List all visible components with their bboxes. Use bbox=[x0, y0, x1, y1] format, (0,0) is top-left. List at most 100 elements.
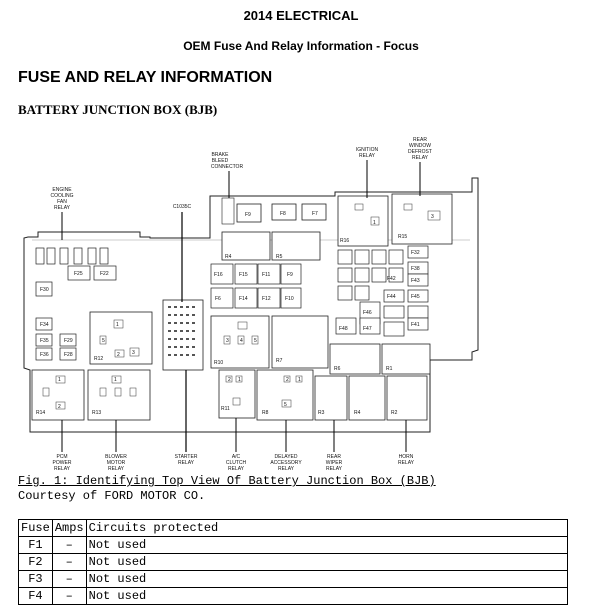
svg-text:F47: F47 bbox=[363, 326, 372, 332]
callout-engine-cooling-fan-relay: ENGINE COOLING FAN RELAY bbox=[50, 187, 74, 240]
cell-amps: – bbox=[51, 536, 87, 554]
table-header-row: Fuse Amps Circuits protected bbox=[18, 519, 568, 537]
figure-courtesy: Courtesy of FORD MOTOR CO. bbox=[18, 489, 206, 503]
svg-text:3: 3 bbox=[132, 350, 135, 356]
svg-text:5: 5 bbox=[284, 402, 287, 408]
callout-ac-clutch-relay: A/C CLUTCH RELAY bbox=[226, 418, 247, 472]
svg-text:F6: F6 bbox=[215, 296, 221, 302]
header-circuits: Circuits protected bbox=[85, 519, 568, 537]
svg-text:F10: F10 bbox=[285, 296, 294, 302]
svg-text:F43: F43 bbox=[411, 278, 420, 284]
callout-pcm-power-relay: PCM POWER RELAY bbox=[53, 420, 72, 472]
svg-text:BLOWER: BLOWER bbox=[105, 454, 127, 460]
svg-text:2: 2 bbox=[117, 352, 120, 358]
callout-delayed-accessory-relay: DELAYED ACCESSORY RELAY bbox=[270, 420, 302, 472]
fuse-table: Fuse Amps Circuits protected F1 – Not us… bbox=[18, 519, 568, 605]
svg-text:R10: R10 bbox=[214, 360, 223, 366]
callout-ignition-relay: IGNITION RELAY bbox=[356, 147, 379, 198]
svg-text:RELAY: RELAY bbox=[108, 466, 125, 472]
svg-text:WINDOW: WINDOW bbox=[409, 143, 431, 149]
svg-text:F8: F8 bbox=[280, 211, 286, 217]
svg-text:REAR: REAR bbox=[327, 454, 341, 460]
figure-caption: Fig. 1: Identifying Top View Of Battery … bbox=[18, 474, 436, 488]
svg-text:R5: R5 bbox=[276, 254, 283, 260]
table-row: F2 – Not used bbox=[18, 553, 568, 571]
svg-text:RELAY: RELAY bbox=[412, 155, 429, 161]
callout-horn-relay: HORN RELAY bbox=[398, 420, 415, 466]
cell-fuse: F1 bbox=[18, 536, 53, 554]
callout-rear-wiper-relay: REAR WIPER RELAY bbox=[326, 420, 343, 472]
cell-circuit: Not used bbox=[85, 536, 568, 554]
svg-text:2: 2 bbox=[286, 377, 289, 383]
svg-text:F12: F12 bbox=[262, 296, 271, 302]
header-fuse: Fuse bbox=[18, 519, 53, 537]
svg-text:3: 3 bbox=[431, 214, 434, 220]
svg-text:R14: R14 bbox=[36, 410, 45, 416]
callout-c1035c: C1035C bbox=[173, 204, 192, 302]
svg-text:FAN: FAN bbox=[57, 199, 67, 205]
svg-text:R8: R8 bbox=[262, 410, 269, 416]
svg-text:RELAY: RELAY bbox=[326, 466, 343, 472]
svg-text:RELAY: RELAY bbox=[178, 460, 195, 466]
section-title: FUSE AND RELAY INFORMATION bbox=[18, 69, 273, 86]
svg-text:IGNITION: IGNITION bbox=[356, 147, 379, 153]
svg-text:CONNECTOR: CONNECTOR bbox=[211, 164, 244, 170]
svg-text:BRAKE: BRAKE bbox=[212, 152, 230, 158]
cell-fuse: F4 bbox=[18, 587, 53, 605]
svg-text:RELAY: RELAY bbox=[359, 153, 376, 159]
svg-text:R4: R4 bbox=[225, 254, 232, 260]
cell-circuit: Not used bbox=[85, 553, 568, 571]
svg-text:F35: F35 bbox=[40, 338, 49, 344]
subsection-title: BATTERY JUNCTION BOX (BJB) bbox=[18, 102, 218, 117]
svg-text:2: 2 bbox=[58, 404, 61, 410]
callout-rear-window-defrost-relay: REAR WINDOW DEFROST RELAY bbox=[408, 137, 432, 196]
svg-text:1: 1 bbox=[58, 377, 61, 383]
svg-text:A/C: A/C bbox=[232, 454, 241, 460]
svg-text:COOLING: COOLING bbox=[50, 193, 73, 199]
svg-text:ACCESSORY: ACCESSORY bbox=[270, 460, 302, 466]
svg-text:R4: R4 bbox=[354, 410, 361, 416]
cell-circuit: Not used bbox=[85, 587, 568, 605]
svg-text:R16: R16 bbox=[340, 238, 349, 244]
header-amps: Amps bbox=[51, 519, 87, 537]
svg-text:RELAY: RELAY bbox=[54, 205, 71, 211]
svg-text:RELAY: RELAY bbox=[398, 460, 415, 466]
svg-text:1: 1 bbox=[298, 377, 301, 383]
svg-text:R1: R1 bbox=[386, 366, 393, 372]
svg-text:BLEED: BLEED bbox=[212, 158, 229, 164]
svg-text:F29: F29 bbox=[64, 338, 73, 344]
svg-text:C1035C: C1035C bbox=[173, 204, 192, 210]
svg-text:DELAYED: DELAYED bbox=[275, 454, 298, 460]
svg-text:1: 1 bbox=[116, 322, 119, 328]
svg-text:R3: R3 bbox=[318, 410, 325, 416]
svg-text:WIPER: WIPER bbox=[326, 460, 343, 466]
svg-text:R11: R11 bbox=[221, 406, 230, 412]
svg-text:F30: F30 bbox=[40, 287, 49, 293]
svg-text:1: 1 bbox=[238, 377, 241, 383]
svg-text:MOTOR: MOTOR bbox=[107, 460, 126, 466]
cell-circuit: Not used bbox=[85, 570, 568, 588]
svg-text:R12: R12 bbox=[94, 356, 103, 362]
svg-text:F7: F7 bbox=[312, 211, 318, 217]
svg-text:3: 3 bbox=[226, 338, 229, 344]
svg-text:4: 4 bbox=[240, 338, 243, 344]
svg-text:F9: F9 bbox=[245, 212, 251, 218]
svg-text:F14: F14 bbox=[239, 296, 248, 302]
svg-text:F15: F15 bbox=[239, 272, 248, 278]
svg-text:PCM: PCM bbox=[56, 454, 67, 460]
callout-starter-relay: STARTER RELAY bbox=[175, 370, 198, 466]
svg-text:F32: F32 bbox=[411, 250, 420, 256]
svg-text:F25: F25 bbox=[74, 271, 83, 277]
svg-text:RELAY: RELAY bbox=[278, 466, 295, 472]
svg-text:R13: R13 bbox=[92, 410, 101, 416]
cell-amps: – bbox=[51, 587, 87, 605]
svg-text:RELAY: RELAY bbox=[228, 466, 245, 472]
cell-fuse: F2 bbox=[18, 553, 53, 571]
svg-text:F22: F22 bbox=[100, 271, 109, 277]
svg-text:F9: F9 bbox=[287, 272, 293, 278]
svg-text:HORN: HORN bbox=[399, 454, 414, 460]
svg-text:R2: R2 bbox=[391, 410, 398, 416]
cell-amps: – bbox=[51, 570, 87, 588]
svg-text:STARTER: STARTER bbox=[175, 454, 198, 460]
bjb-diagram: ENGINE COOLING FAN RELAY C1035C BRAKE BL… bbox=[23, 137, 479, 472]
